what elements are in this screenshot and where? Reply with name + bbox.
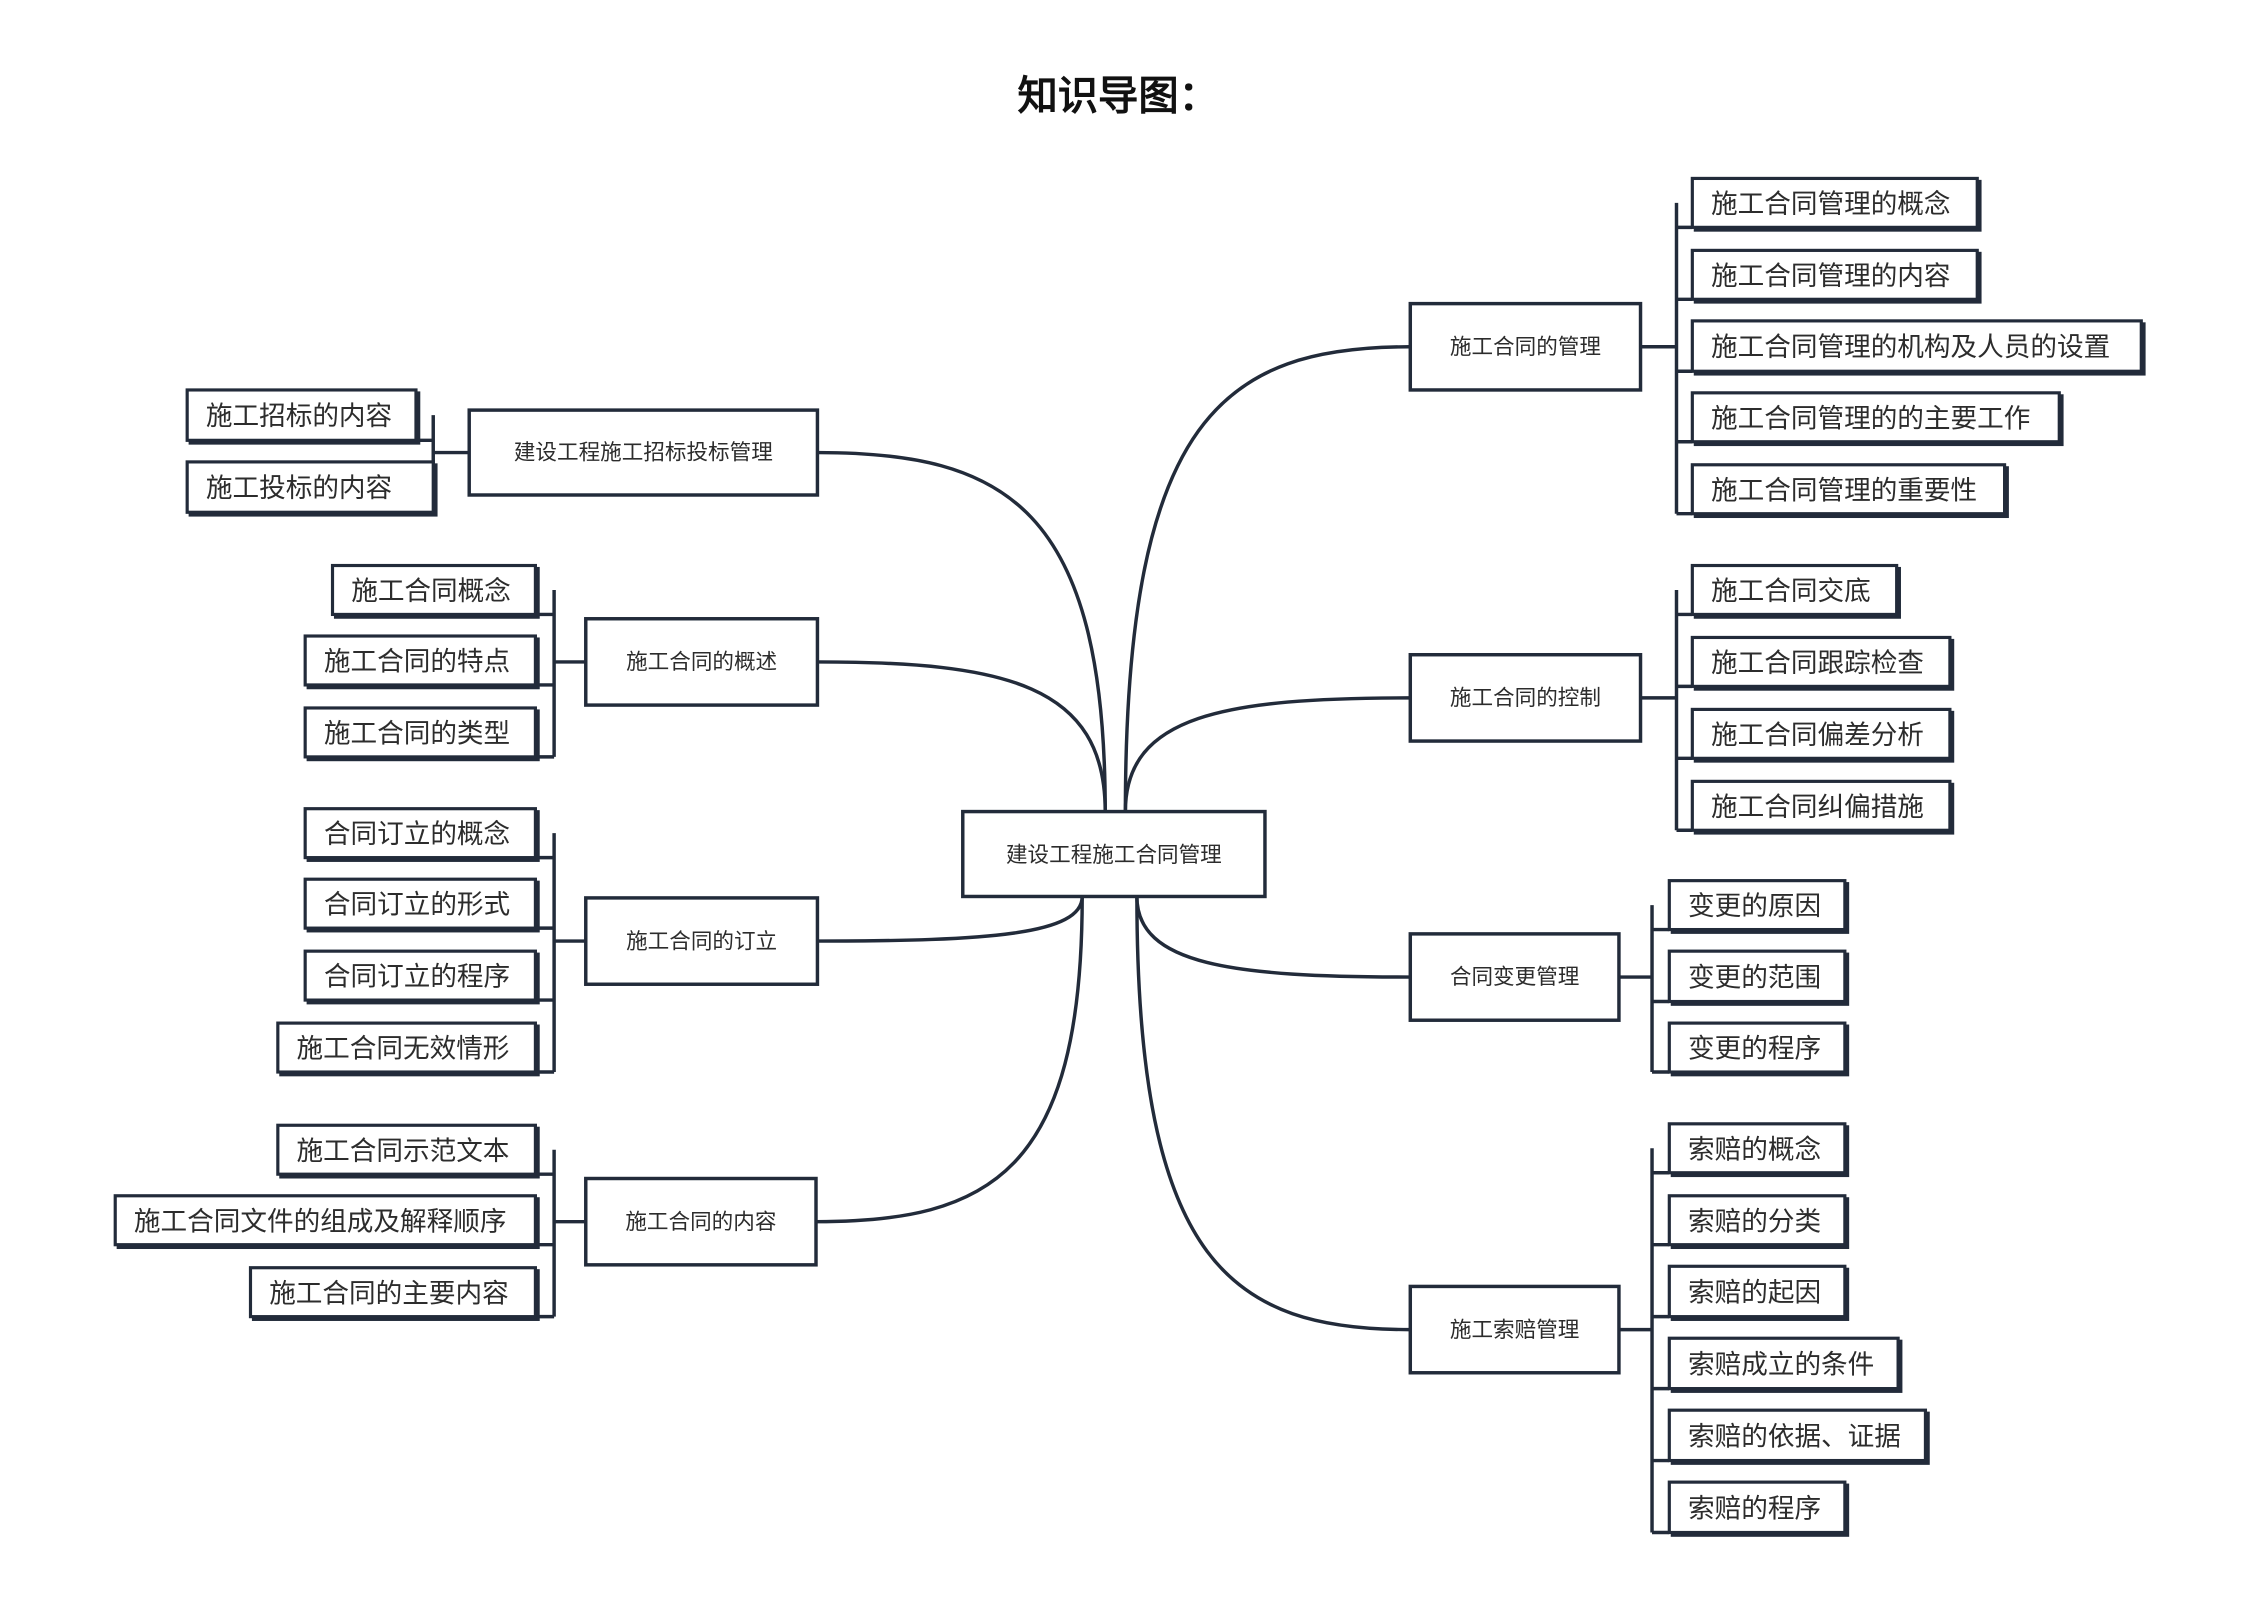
leaf-node[interactable]: 施工合同的类型 <box>303 706 540 762</box>
leaf-node[interactable]: 施工合同偏差分析 <box>1690 707 1955 763</box>
branch-node[interactable]: 合同变更管理 <box>1408 932 1621 1022</box>
leaf-node[interactable]: 合同订立的形式 <box>303 877 540 933</box>
leaf-label: 施工招标的内容 <box>206 401 392 432</box>
branch-connector <box>1135 896 1411 979</box>
leaf-label: 施工合同管理的内容 <box>1711 261 1951 292</box>
leaf-node[interactable]: 施工合同管理的内容 <box>1690 248 1982 304</box>
leaf-label: 施工合同的类型 <box>324 719 510 750</box>
leaf-label: 施工合同概念 <box>351 576 511 607</box>
leaf-node[interactable]: 索赔的分类 <box>1667 1194 1850 1250</box>
leaf-label: 索赔成立的条件 <box>1688 1349 1874 1380</box>
leaf-node[interactable]: 施工合同跟踪检查 <box>1690 635 1955 691</box>
leaf-node[interactable]: 施工合同概念 <box>330 563 540 619</box>
branch-label: 施工合同的管理 <box>1450 335 1601 360</box>
branch-connector <box>1123 696 1411 812</box>
leaf-label: 索赔的概念 <box>1688 1134 1821 1165</box>
branch-connector <box>817 896 1084 943</box>
leaf-node[interactable]: 变更的程序 <box>1667 1021 1850 1077</box>
branch-connector <box>817 450 1107 812</box>
leaf-label: 索赔的起因 <box>1688 1278 1821 1309</box>
leaf-label: 施工投标的内容 <box>206 473 392 504</box>
leaf-label: 合同订立的程序 <box>324 962 510 993</box>
leaf-node[interactable]: 合同订立的程序 <box>303 949 540 1005</box>
leaf-label: 索赔的分类 <box>1688 1206 1821 1237</box>
branch-label: 建设工程施工招标投标管理 <box>514 441 773 466</box>
branch-label: 施工合同的控制 <box>1450 686 1601 711</box>
leaf-label: 施工合同纠偏措施 <box>1711 792 1924 823</box>
leaf-node[interactable]: 索赔成立的条件 <box>1667 1336 1903 1393</box>
branch-label: 合同变更管理 <box>1450 965 1579 990</box>
leaf-node[interactable]: 施工合同管理的机构及人员的设置 <box>1690 319 2146 376</box>
branch-label: 施工合同的概述 <box>626 650 777 675</box>
leaf-label: 施工合同管理的机构及人员的设置 <box>1711 332 2110 363</box>
branch-node[interactable]: 施工合同的管理 <box>1408 301 1643 392</box>
branch-connector <box>1123 345 1411 812</box>
page-title: 知识导图： <box>1017 72 1218 119</box>
leaf-label: 合同订立的概念 <box>324 819 510 850</box>
leaf-label: 施工合同管理的重要性 <box>1711 475 1977 506</box>
branch-node[interactable]: 施工合同的订立 <box>584 896 820 986</box>
leaf-node[interactable]: 施工合同交底 <box>1690 563 1901 619</box>
leaf-node[interactable]: 施工招标的内容 <box>185 388 421 445</box>
branch-label: 施工合同的订立 <box>626 929 777 954</box>
leaf-node[interactable]: 施工合同的特点 <box>303 634 540 690</box>
branch-node[interactable]: 施工合同的控制 <box>1408 652 1643 743</box>
leaf-node[interactable]: 索赔的依据、证据 <box>1667 1408 1930 1465</box>
leaf-label: 施工合同的特点 <box>324 647 510 678</box>
leaf-label: 施工合同无效情形 <box>297 1034 510 1065</box>
leaf-label: 施工合同交底 <box>1711 576 1871 607</box>
leaf-label: 施工合同偏差分析 <box>1711 720 1924 751</box>
nodes: 建设工程施工合同管理 建设工程施工招标投标管理施工招标的内容施工投标的内容施工合… <box>113 176 2146 1537</box>
branch-node[interactable]: 施工索赔管理 <box>1408 1284 1621 1375</box>
leaf-node[interactable]: 施工合同的主要内容 <box>248 1266 540 1321</box>
leaf-node[interactable]: 施工合同纠偏措施 <box>1690 779 1955 835</box>
leaf-label: 施工合同管理的概念 <box>1711 189 1951 220</box>
leaf-node[interactable]: 施工合同文件的组成及解释顺序 <box>113 1194 540 1250</box>
leaf-label: 施工合同的主要内容 <box>269 1278 509 1309</box>
leaf-node[interactable]: 施工合同管理的的主要工作 <box>1690 391 2064 447</box>
branch-label: 施工索赔管理 <box>1450 1318 1579 1343</box>
branch-connector <box>816 896 1084 1224</box>
leaf-node[interactable]: 索赔的起因 <box>1667 1264 1850 1321</box>
leaf-label: 施工合同管理的的主要工作 <box>1711 403 2030 434</box>
branch-connector <box>1135 896 1411 1332</box>
root-label: 建设工程施工合同管理 <box>1006 843 1222 868</box>
leaf-node[interactable]: 索赔的程序 <box>1667 1480 1850 1537</box>
leaf-node[interactable]: 索赔的概念 <box>1667 1122 1850 1178</box>
leaf-label: 合同订立的形式 <box>324 890 510 921</box>
branch-label: 施工合同的内容 <box>625 1210 776 1235</box>
branch-node[interactable]: 施工合同的内容 <box>584 1176 818 1267</box>
leaf-label: 施工合同跟踪检查 <box>1711 648 1924 679</box>
leaf-label: 索赔的依据、证据 <box>1688 1421 1901 1452</box>
leaf-label: 索赔的程序 <box>1688 1493 1821 1524</box>
leaf-node[interactable]: 施工合同管理的概念 <box>1690 176 1982 232</box>
leaf-node[interactable]: 施工合同示范文本 <box>276 1123 540 1179</box>
branch-node[interactable]: 建设工程施工招标投标管理 <box>467 408 820 497</box>
branch-connector <box>817 660 1107 812</box>
leaf-node[interactable]: 合同订立的概念 <box>303 807 540 862</box>
leaf-label: 变更的范围 <box>1688 962 1821 993</box>
leaf-node[interactable]: 变更的原因 <box>1667 879 1850 934</box>
leaf-label: 变更的原因 <box>1688 891 1821 922</box>
root-node[interactable]: 建设工程施工合同管理 <box>961 809 1267 899</box>
leaf-node[interactable]: 施工合同无效情形 <box>276 1021 540 1077</box>
leaf-node[interactable]: 施工投标的内容 <box>185 460 438 517</box>
branch-node[interactable]: 施工合同的概述 <box>584 617 820 707</box>
leaf-label: 变更的程序 <box>1688 1034 1821 1065</box>
leaf-node[interactable]: 变更的范围 <box>1667 949 1850 1006</box>
leaf-label: 施工合同示范文本 <box>297 1136 510 1167</box>
leaf-label: 施工合同文件的组成及解释顺序 <box>134 1206 507 1237</box>
leaf-node[interactable]: 施工合同管理的重要性 <box>1690 463 2009 519</box>
